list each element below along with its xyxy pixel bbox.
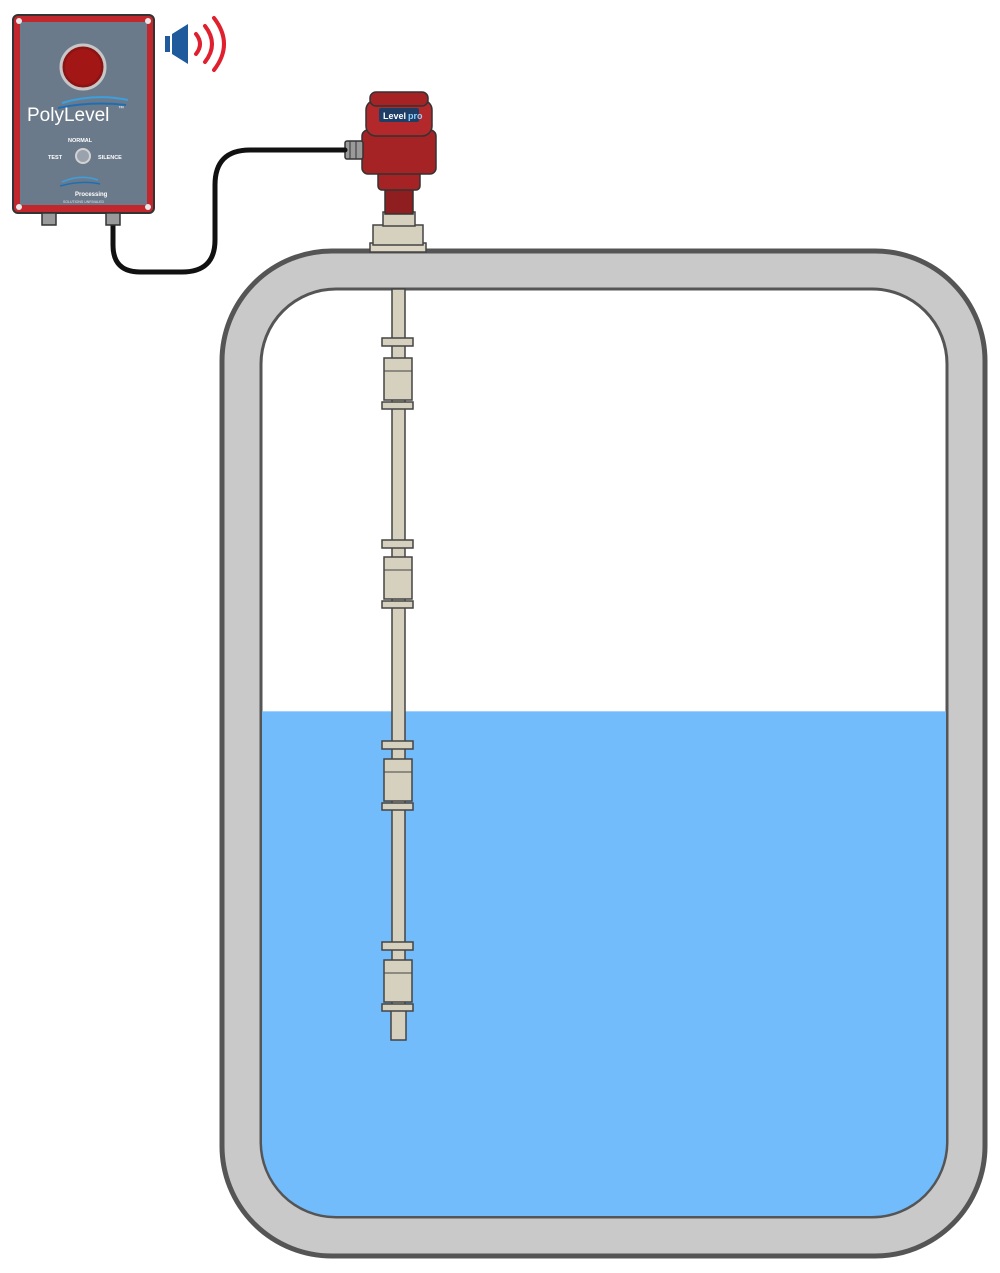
mounting-fitting — [369, 211, 427, 253]
maker-logo: Processing — [75, 192, 108, 198]
brand-logo: PolyLevel — [27, 105, 109, 126]
alarm-control-box: PolyLevel ™ NORMAL TEST SILENCE Processi… — [12, 14, 155, 226]
speaker-sound-icon — [165, 16, 226, 72]
trademark-mark: ™ — [118, 105, 124, 112]
float-4 — [381, 941, 414, 1012]
level-probe — [381, 288, 414, 1041]
test-silence-button[interactable] — [75, 148, 91, 164]
float-3 — [381, 740, 414, 811]
maker-tagline: SOLUTIONS UNRIVALED — [63, 200, 104, 204]
status-normal-label: NORMAL — [68, 138, 93, 144]
probe-tip — [390, 1007, 407, 1041]
float-2 — [381, 539, 414, 609]
tank-liquid — [262, 711, 946, 1216]
test-label: TEST — [48, 155, 63, 161]
signal-cable — [110, 147, 348, 275]
float-1 — [381, 337, 414, 410]
silence-label: SILENCE — [98, 155, 122, 161]
tank — [219, 248, 988, 1259]
